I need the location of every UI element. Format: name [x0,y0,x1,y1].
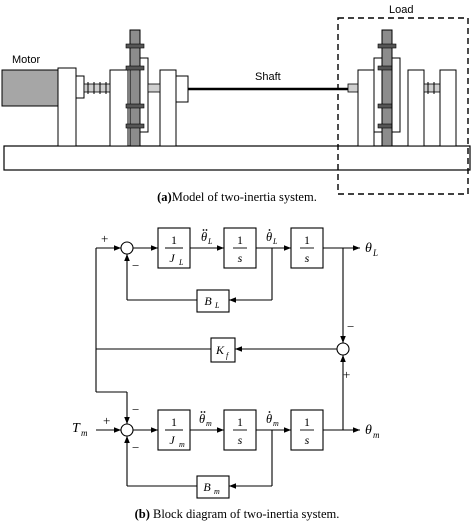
svg-text:θ: θ [199,412,205,426]
sign-right-plus: + [343,367,350,382]
svg-text:B: B [203,480,211,494]
motor-support-3 [159,69,177,147]
sign-bottom-minus-top: − [132,402,139,417]
stiffness-summing-junction [336,342,350,356]
svg-text:1: 1 [237,233,243,247]
block-stiffness [210,337,236,363]
motor-disc-hub [139,57,149,133]
svg-text:L: L [178,258,184,267]
motor-coupling [83,83,111,93]
svg-text:m: m [273,419,279,428]
mechanical-model: Motor Shaft [1,4,471,195]
block-load-damping [196,289,230,313]
load-region-box [337,17,469,195]
svg-text:T: T [72,421,81,436]
caption-a: (a)Model of two-inertia system. [157,190,317,204]
signal-motor-pos: θ m [365,423,380,440]
block-load-int2-label: 1 s [300,233,314,265]
motor-mount-flange [75,75,85,99]
block-motor-int1-label: 1 s [233,415,247,447]
svg-text:θ: θ [201,230,207,244]
svg-text:θ: θ [266,412,272,426]
motor-label: Motor [12,54,40,66]
svg-text:J: J [169,433,175,447]
signal-load-accel: θ L [201,229,213,246]
load-end-support [439,69,457,147]
motor-support-2 [109,69,129,147]
block-motor-int2-label: 1 s [300,415,314,447]
svg-text:m: m [214,487,220,496]
signal-load-pos: θ L [365,241,378,258]
svg-text:J: J [169,251,175,265]
svg-text:1: 1 [304,415,310,429]
svg-text:m: m [206,419,212,428]
load-label: Load [389,4,413,16]
svg-text:s: s [238,251,243,265]
sign-top-plus: + [101,231,108,246]
svg-text:θ: θ [365,423,372,438]
signal-motor-accel: θ m [199,411,212,428]
svg-text:m: m [373,430,380,440]
svg-text:1: 1 [304,233,310,247]
sign-bottom-minus-feedback: − [132,440,139,455]
svg-text:L: L [207,237,213,246]
svg-text:s: s [305,433,310,447]
svg-text:L: L [372,248,378,258]
sign-right-minus: − [347,319,354,334]
signal-load-vel: θ L [266,229,278,246]
input-torque: T m [72,421,88,438]
sign-top-minus: − [132,258,139,273]
svg-text:s: s [305,251,310,265]
block-load-int1-label: 1 s [233,233,247,265]
block-diagram [95,227,360,499]
shaft-label: Shaft [255,71,281,83]
motor-bearing-block [175,75,189,103]
svg-text:L: L [214,301,220,310]
svg-text:1: 1 [171,415,177,429]
load-end-coupling [423,83,441,93]
load-disc-hub-2 [391,57,401,133]
svg-text:L: L [272,237,278,246]
load-support-2 [407,69,425,147]
block-load-inertia-label: 1 J L [165,233,184,267]
signal-motor-vel: θ m [266,411,279,428]
motor-body [1,69,61,107]
block-stiffness-label: K f [215,343,230,360]
caption-b: (b) Block diagram of two-inertia system. [135,507,340,521]
svg-text:B: B [204,294,212,308]
bottom-summing-junction [120,423,134,437]
svg-text:θ: θ [266,230,272,244]
block-motor-inertia-label: 1 J m [165,415,185,449]
block-load-damping-label: B L [204,294,220,310]
base-plate [3,145,471,171]
svg-text:m: m [81,428,88,438]
load-support-1 [357,69,375,147]
svg-text:f: f [226,351,230,360]
svg-text:m: m [179,440,185,449]
block-motor-damping [196,475,230,499]
svg-text:1: 1 [237,415,243,429]
motor-support-1 [57,67,77,147]
top-summing-junction [120,241,134,255]
svg-text:s: s [238,433,243,447]
block-motor-damping-label: B m [203,480,220,496]
sign-bottom-plus: + [103,413,110,428]
svg-text:θ: θ [365,241,372,256]
svg-text:K: K [215,343,225,357]
svg-text:1: 1 [171,233,177,247]
